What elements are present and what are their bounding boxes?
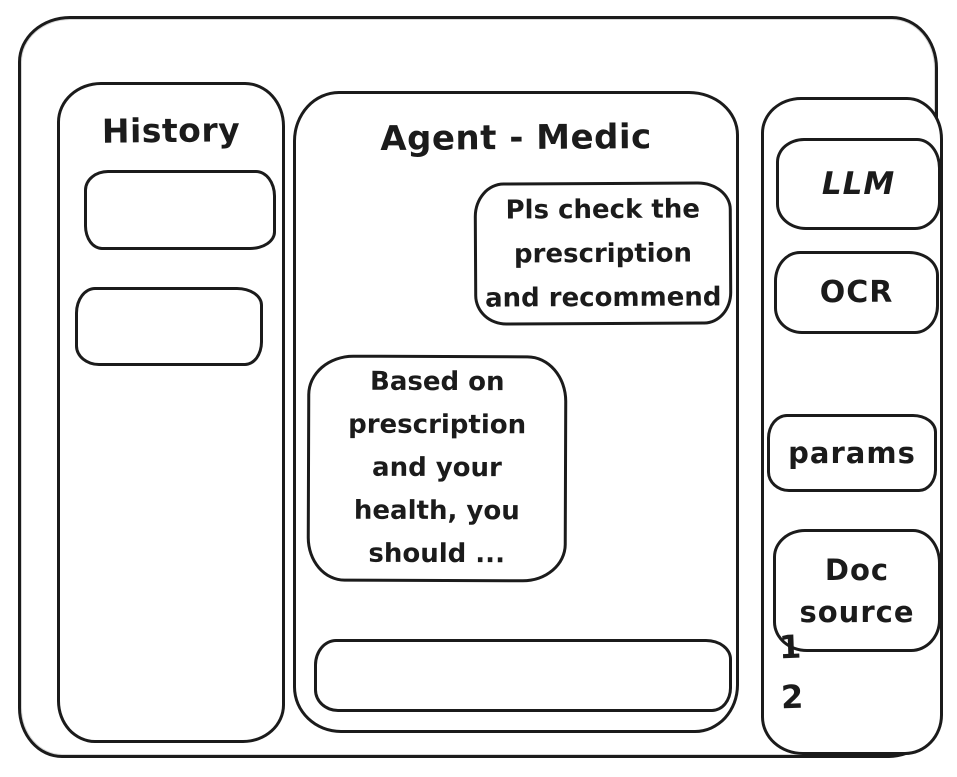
history-title: History [101,110,241,151]
llm-button[interactable]: LLM [776,138,941,230]
message-input[interactable] [314,639,732,712]
chat-title: Agent - Medic [380,117,652,159]
history-sidebar: History [57,82,285,743]
params-button[interactable]: params [767,414,937,492]
chat-panel: Agent - Medic Pls check the prescription… [293,91,739,733]
doc-source-button[interactable]: Doc source [773,529,941,652]
history-item[interactable] [75,287,263,366]
app-window-frame: History Agent - Medic Pls check the pres… [18,16,943,758]
history-item[interactable] [84,170,276,250]
ocr-button[interactable]: OCR [774,251,939,334]
tools-panel: LLM OCR params Doc source 1 2 [761,97,943,755]
annotation-number-1: 1 [778,627,802,667]
annotation-number-2: 2 [780,677,804,717]
assistant-message-bubble: Based on prescription and your health, y… [306,354,568,583]
user-message-bubble: Pls check the prescription and recommend [473,181,733,326]
